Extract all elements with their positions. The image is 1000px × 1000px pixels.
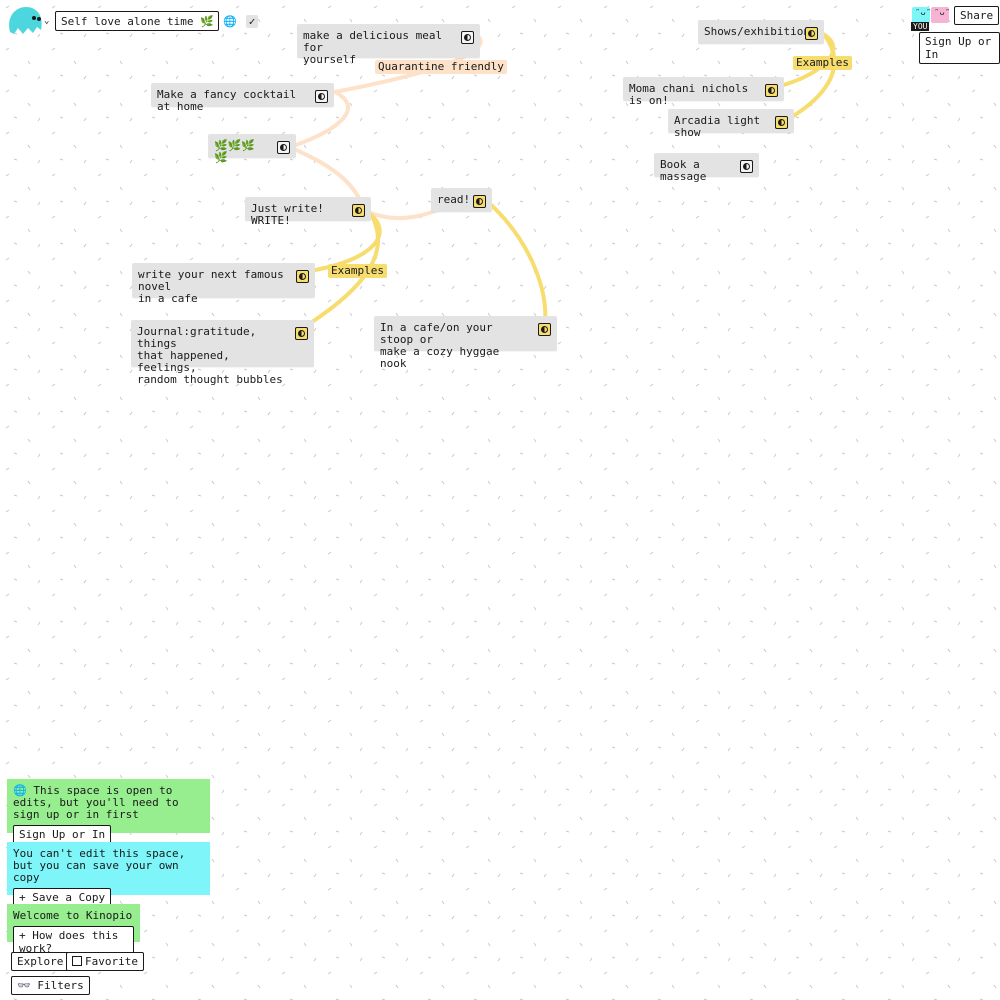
card-text: Book a massage: [660, 158, 707, 183]
open-edits-notice: 🌐 This space is open to edits, but you'l…: [7, 779, 210, 844]
user-avatar-you[interactable]: ᵔᴗᵔ: [912, 7, 932, 23]
filters-button[interactable]: 👓 Filters: [11, 976, 90, 995]
connector-icon[interactable]: [295, 327, 308, 340]
card-cafe-nook[interactable]: In a cafe/on your stoop or make a cozy h…: [374, 316, 557, 370]
card-text: Just write! WRITE!: [251, 202, 331, 227]
sign-up-or-in-button[interactable]: Sign Up or In: [919, 32, 1000, 64]
card-fancy-cocktail[interactable]: Make a fancy cocktail at home: [151, 83, 334, 113]
connection-label-examples-left[interactable]: Examples: [328, 264, 387, 278]
you-badge: YOU: [911, 22, 930, 31]
connector-icon[interactable]: [315, 90, 328, 103]
card-read[interactable]: read!: [431, 188, 492, 212]
cant-edit-text: You can't edit this space, but you can s…: [13, 847, 186, 884]
welcome-text: Welcome to Kinopio: [13, 909, 133, 922]
space-name-button[interactable]: Self love alone time 🌿 🌐 ✓: [55, 11, 259, 31]
card-text: Moma chani nichols is on!: [629, 82, 755, 107]
card-text: Shows/exhibitions: [704, 25, 817, 38]
connector-icon[interactable]: [805, 27, 818, 40]
kinopio-logo[interactable]: [6, 6, 42, 36]
avatar-face-icon: ᵔᴗᵔ: [915, 8, 932, 18]
connector-icon[interactable]: [461, 31, 474, 44]
connector-icon[interactable]: [473, 195, 486, 208]
card-text: Arcadia light show: [674, 114, 767, 139]
card-text: write your next famous novel in a cafe: [138, 268, 284, 305]
card-text: In a cafe/on your stoop or make a cozy h…: [380, 321, 500, 370]
notice-text: 🌐 This space is open to edits, but you'l…: [13, 785, 204, 821]
open-edits-text: This space is open to edits, but you'll …: [13, 784, 179, 821]
card-text: read!: [437, 193, 471, 206]
checkmark-icon[interactable]: ✓: [245, 15, 259, 28]
space-name: Self love alone time 🌿: [61, 15, 214, 28]
card-shows-exhibitions[interactable]: Shows/exhibitions: [698, 20, 824, 44]
card-text: 🌿🌿🌿🌿: [214, 139, 256, 164]
cant-edit-notice: You can't edit this space, but you can s…: [7, 842, 210, 907]
connection-label-quarantine[interactable]: Quarantine friendly: [375, 60, 507, 74]
user-avatar-collaborator[interactable]: ᵔᴗᵔ: [931, 7, 951, 23]
glasses-icon: 👓: [17, 979, 31, 992]
welcome-notice: Welcome to Kinopio + How does this work?: [7, 904, 140, 958]
checkbox-icon: [72, 956, 82, 966]
card-journal[interactable]: Journal:gratitude, things that happened,…: [131, 320, 314, 386]
globe-icon: 🌐: [13, 784, 27, 797]
connector-icon[interactable]: [740, 160, 753, 173]
card-text: Make a fancy cocktail at home: [157, 88, 303, 113]
card-text: Journal:gratitude, things that happened,…: [137, 325, 283, 386]
favorite-label: Favorite: [85, 955, 138, 968]
connector-icon[interactable]: [352, 204, 365, 217]
card-write-novel[interactable]: write your next famous novel in a cafe: [132, 263, 315, 305]
card-leaves[interactable]: 🌿🌿🌿🌿: [208, 134, 296, 164]
connector-icon[interactable]: [277, 141, 290, 154]
connector-icon[interactable]: [296, 270, 309, 283]
avatar-face-icon: ᵔᴗᵔ: [934, 8, 951, 18]
card-moma[interactable]: Moma chani nichols is on!: [623, 77, 784, 107]
share-button[interactable]: Share: [954, 6, 1000, 25]
card-text: make a delicious meal for yourself: [303, 29, 443, 66]
logo-menu-chevron-icon[interactable]: ⌄: [44, 16, 50, 26]
filters-label: Filters: [37, 979, 84, 992]
connector-icon[interactable]: [765, 84, 778, 97]
kinopio-logo-icon: [9, 7, 42, 34]
favorite-button[interactable]: Favorite: [66, 952, 144, 971]
card-book-massage[interactable]: Book a massage: [654, 153, 759, 183]
card-just-write[interactable]: Just write! WRITE!: [245, 197, 371, 227]
card-make-meal[interactable]: make a delicious meal for yourself: [297, 24, 480, 66]
card-arcadia[interactable]: Arcadia light show: [668, 109, 794, 139]
connector-icon[interactable]: [775, 116, 788, 129]
globe-icon: 🌐: [223, 15, 238, 28]
connector-icon[interactable]: [538, 323, 551, 336]
explore-button[interactable]: Explore: [11, 952, 70, 971]
connection-label-examples-right[interactable]: Examples: [793, 56, 852, 70]
